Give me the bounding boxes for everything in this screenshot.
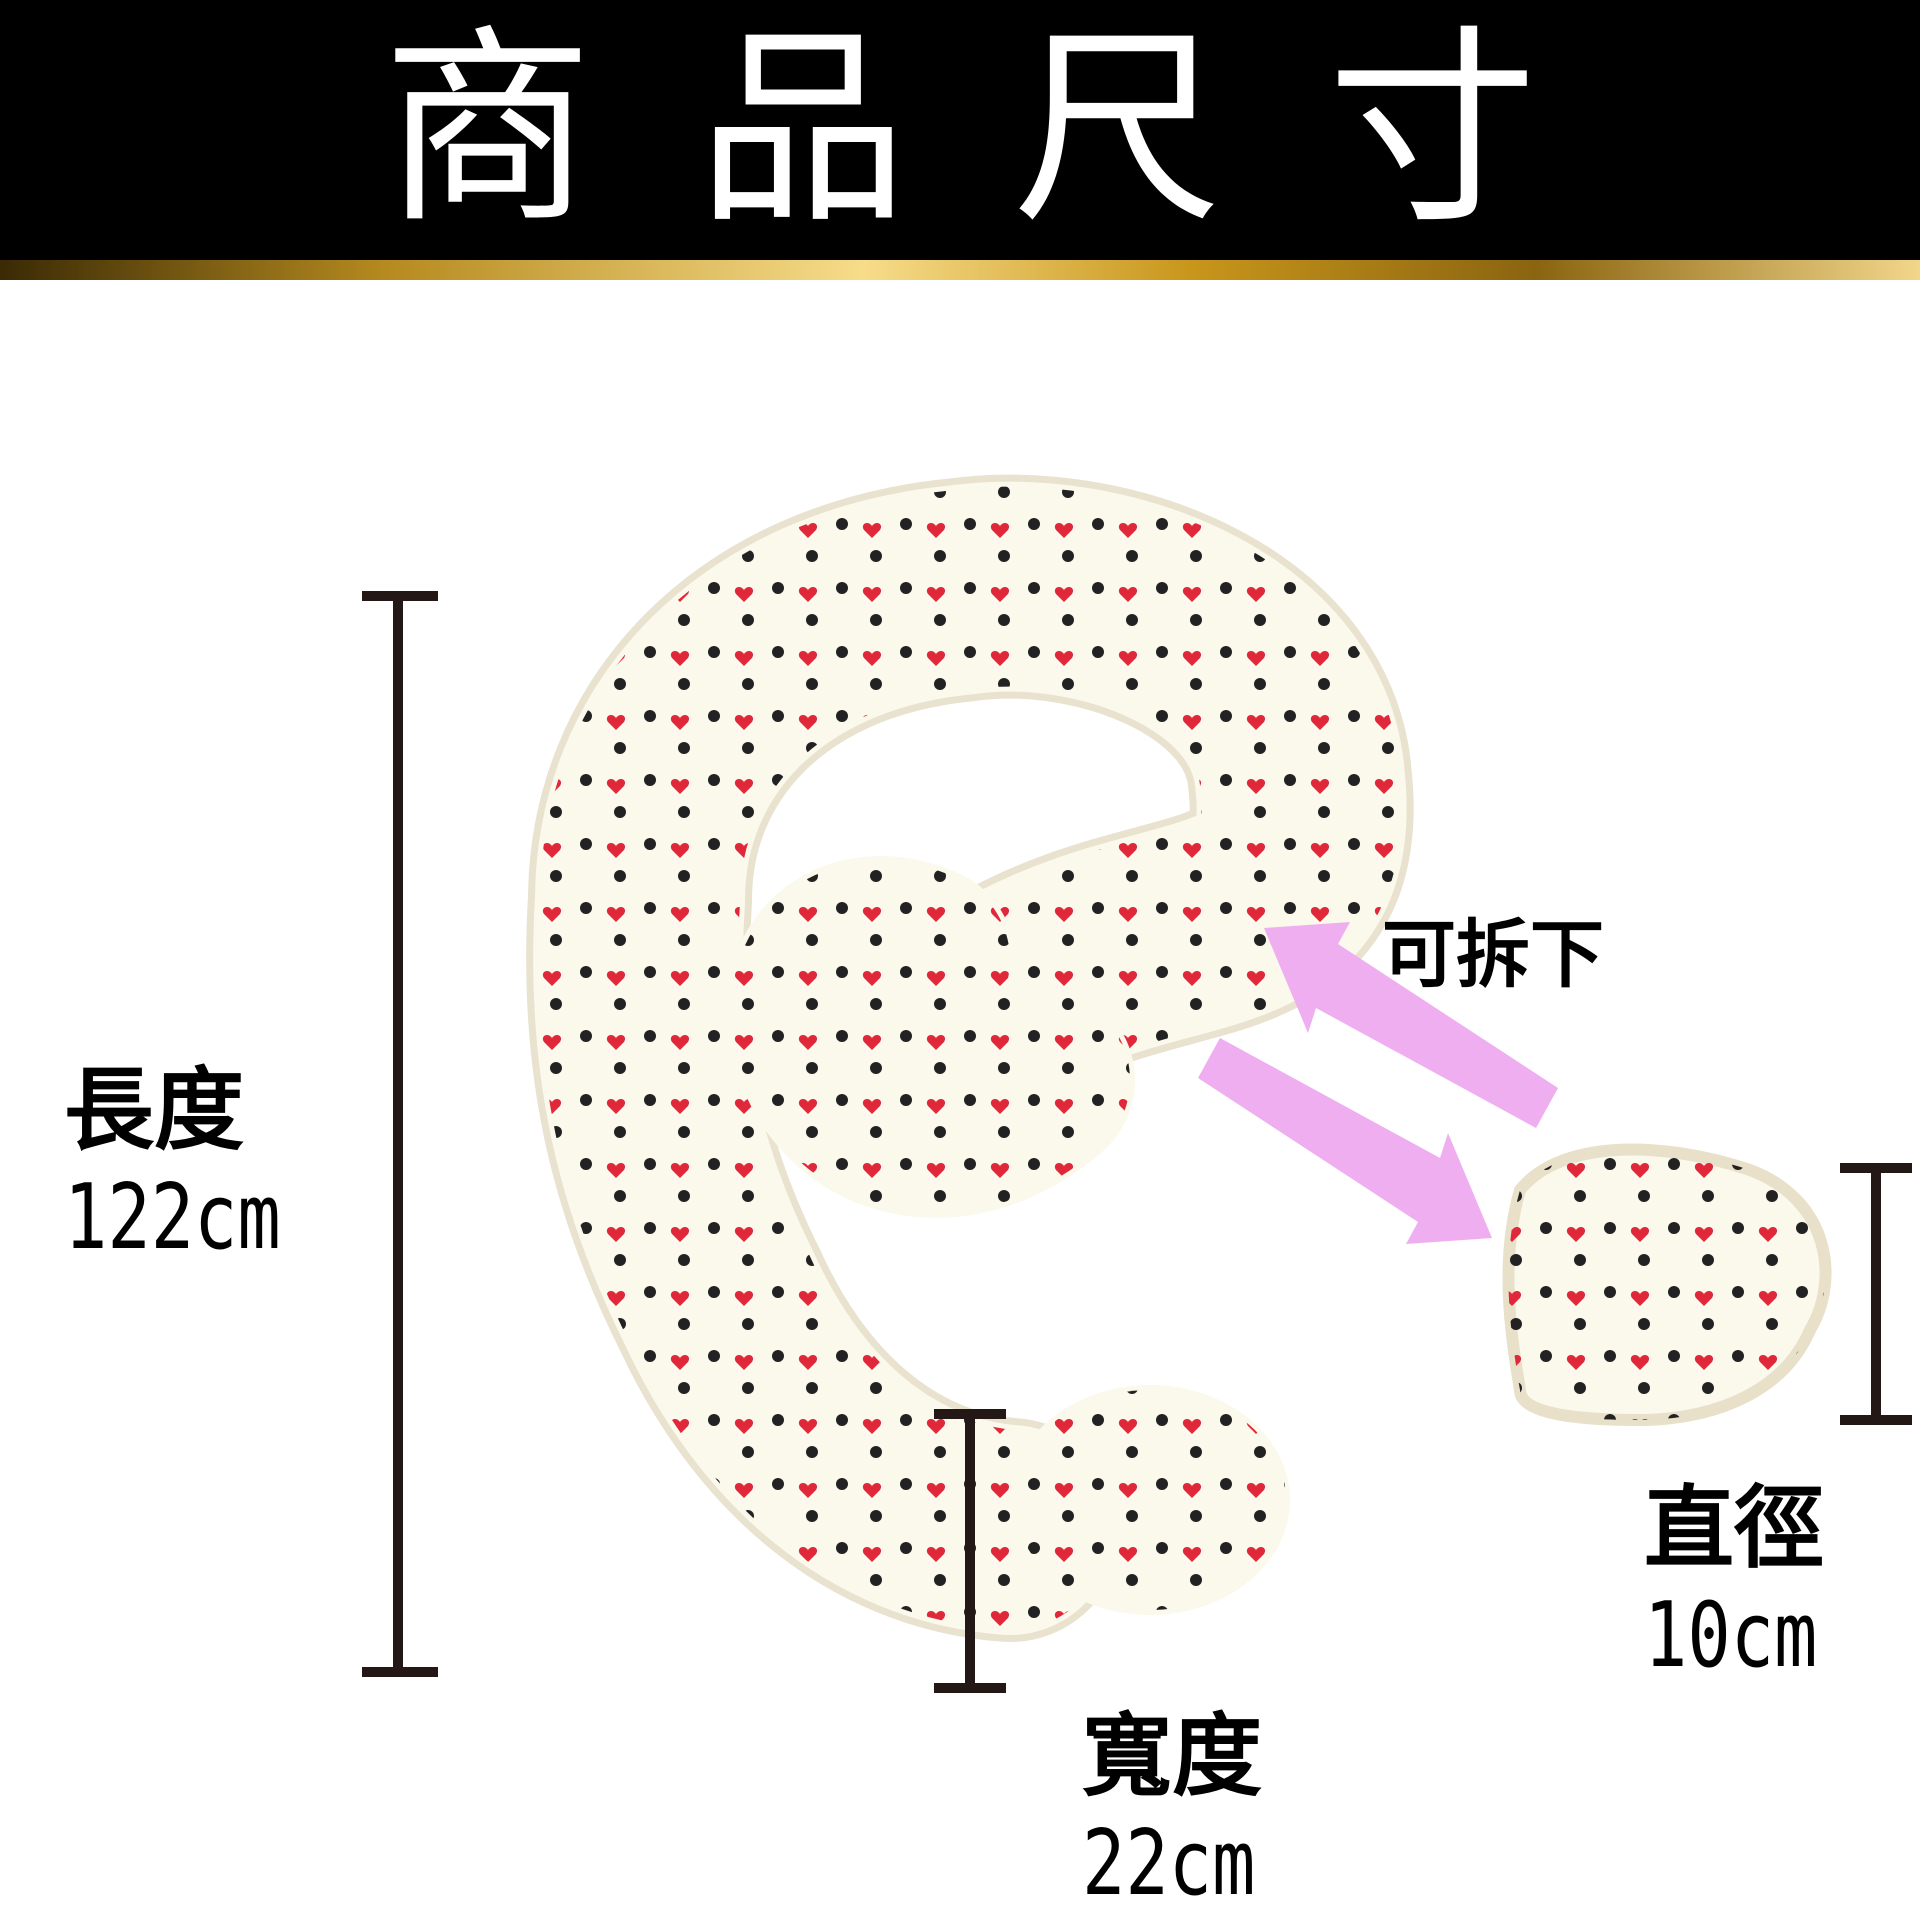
diameter-dimension-line <box>1840 1163 1912 1425</box>
length-name: 長度 <box>64 1058 244 1163</box>
diameter-label: 直徑 10cm <box>1644 1476 1824 1687</box>
round-pillow-end-icon <box>1502 1143 1832 1427</box>
page-title: 商品尺寸 <box>382 7 1643 252</box>
length-dimension-line <box>362 591 438 1677</box>
width-value: 22cm <box>1082 1810 1256 1916</box>
detach-arrow-in-icon <box>1264 922 1558 1128</box>
gold-divider <box>0 260 1920 280</box>
width-dimension-line <box>934 1409 1006 1693</box>
length-value: 122cm <box>64 1164 281 1270</box>
length-label: 長度 122cm <box>64 1058 281 1269</box>
detach-arrow-out-icon <box>1198 1038 1492 1244</box>
detachable-label: 可拆下 <box>1382 912 1604 998</box>
header-banner: 商品尺寸 <box>0 0 1920 260</box>
width-label: 寬度 22cm <box>1082 1704 1262 1915</box>
diameter-name: 直徑 <box>1644 1476 1824 1581</box>
c-shaped-pillow-icon <box>526 474 1414 1642</box>
width-name: 寬度 <box>1082 1704 1262 1809</box>
diameter-value: 10cm <box>1644 1582 1818 1688</box>
